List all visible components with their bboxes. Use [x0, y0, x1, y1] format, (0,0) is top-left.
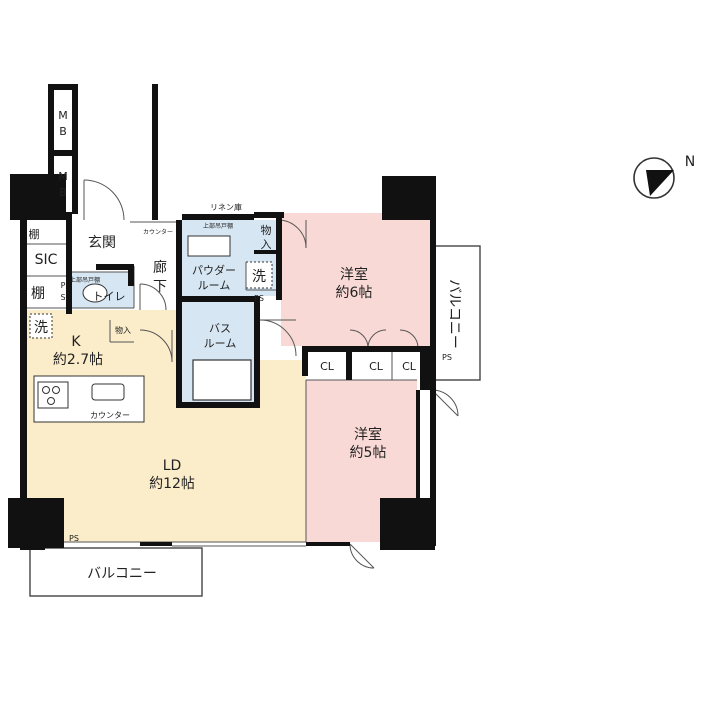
washer-pan-kitchen — [29, 313, 53, 339]
room-ld-name: LD — [163, 458, 182, 474]
ps-balcony-right: PS — [442, 353, 452, 362]
ps-balcony-bottom: PS — [69, 534, 79, 543]
mb-bottom-2: B — [59, 186, 67, 199]
room-entrance-name: 玄関 — [88, 234, 116, 251]
room-kitchen-name: K — [71, 334, 81, 350]
room-bath-name-2: ルーム — [204, 337, 237, 350]
burner — [42, 386, 50, 394]
burner — [47, 397, 55, 405]
counter-kitchen-label: カウンター — [90, 411, 130, 420]
room-western-5-size: 約5帖 — [350, 445, 387, 461]
room-western-6-size: 約6帖 — [336, 285, 373, 301]
room-powder-name-2: ルーム — [198, 279, 231, 292]
sic-label: SIC — [35, 252, 58, 268]
ps-powder: PS — [254, 294, 264, 303]
storage-powder-2: 入 — [261, 238, 272, 251]
compass: N — [633, 154, 695, 199]
mb-bottom-1: M — [58, 170, 68, 183]
room-kitchen-size: 約2.7帖 — [53, 352, 103, 368]
columns — [8, 174, 435, 550]
vanity — [187, 235, 231, 257]
burner — [52, 386, 60, 394]
balcony-right-label: バルコニー — [446, 279, 462, 349]
compass-arrow-icon — [646, 170, 674, 196]
bathtub — [192, 359, 252, 401]
mb-top-2: B — [59, 125, 67, 138]
compass-ring — [633, 157, 675, 199]
mb-top-1: M — [58, 109, 68, 122]
room-western-5-name: 洋室 — [354, 426, 382, 443]
balcony-right-text: バルコニー — [446, 279, 462, 349]
ps-toilet-2: S — [60, 293, 65, 302]
washer-pan-powder — [245, 261, 273, 289]
toilet-shelf-label: 上部吊戸棚 — [70, 276, 100, 284]
compass-label: N — [685, 154, 695, 170]
closet-right: CL — [402, 360, 417, 373]
ps-toilet-1: P — [61, 281, 66, 290]
thin-lines — [26, 221, 417, 542]
room-powder-name-1: パウダー — [192, 263, 236, 277]
washer-kitchen: 洗 — [34, 320, 48, 336]
powder-shelf-label: 上部吊戸棚 — [203, 222, 233, 230]
storage-kitchen: 物入 — [115, 325, 131, 335]
closet-left: CL — [320, 360, 335, 373]
storage-powder-1: 物 — [261, 223, 272, 237]
room-bath-name-1: バス — [209, 322, 231, 335]
washer-powder: 洗 — [252, 269, 266, 285]
kitchen-sink — [91, 383, 125, 401]
shelf-bottom: 棚 — [31, 286, 45, 302]
shelf-top: 棚 — [29, 227, 40, 241]
room-ld-fill — [26, 310, 306, 542]
counter-hall-label: カウンター — [143, 228, 173, 236]
room-western-6-name: 洋室 — [340, 266, 368, 283]
room-ld-size: 約12帖 — [149, 476, 195, 492]
closet-mid: CL — [369, 360, 384, 373]
room-hallway-name-1: 廊 — [153, 259, 167, 276]
balcony-bottom-label: バルコニー — [87, 566, 157, 582]
room-toilet-name: トイレ — [93, 290, 126, 303]
linen-label: リネン庫 — [210, 202, 242, 212]
door-swings — [83, 179, 459, 569]
toilet-bowl — [82, 283, 108, 303]
room-hallway-name-2: 下 — [153, 279, 167, 295]
balcony-bottom — [29, 547, 203, 597]
